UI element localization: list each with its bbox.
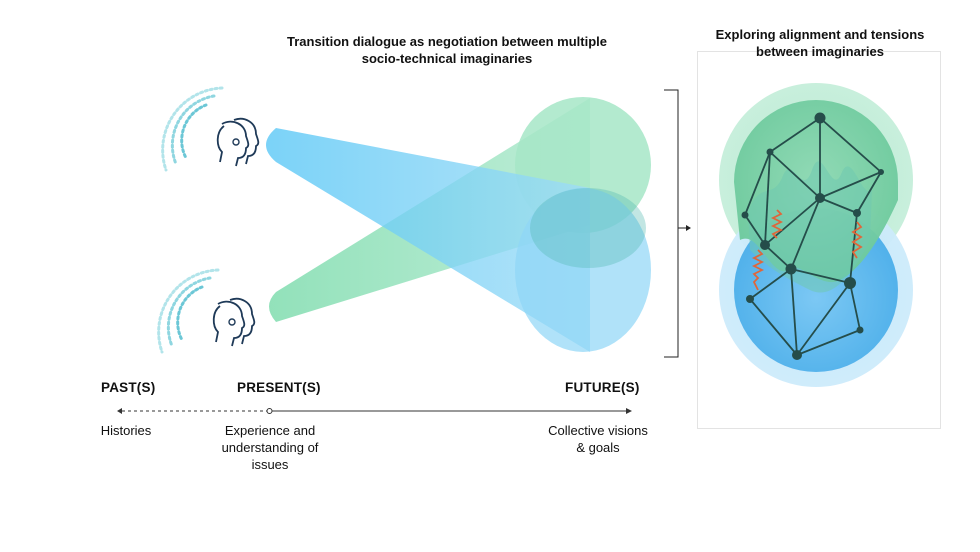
panel-title-line-2: between imaginaries (756, 44, 884, 59)
network-nodes (741, 112, 884, 360)
imaginaries-overlap (530, 188, 646, 268)
present-marker (266, 408, 273, 414)
future-label: FUTURE(S) (565, 380, 640, 395)
speaking-head-icon (212, 297, 256, 347)
blue-imaginary-beam (266, 128, 651, 352)
present-description-line: issues (251, 457, 289, 472)
main-title: Transition dialogue as negotiation betwe… (246, 33, 648, 67)
past-description: Histories (100, 423, 152, 438)
main-title-line-2: socio-technical imaginaries (361, 51, 533, 66)
main-title-line-1: Transition dialogue as negotiation betwe… (287, 34, 607, 49)
bracket-connector (664, 89, 688, 358)
future-description-line: Collective visions (548, 423, 648, 438)
past-label: PAST(S) (101, 380, 156, 395)
future-description-line: & goals (576, 440, 620, 455)
speech-waves-icon (161, 86, 224, 172)
panel-title: Exploring alignment and tensions between… (694, 26, 946, 60)
arrow-left-icon (117, 408, 122, 414)
speaking-head-icon (216, 117, 260, 167)
present-description-line: understanding of (221, 440, 319, 455)
present-description: Experience and understanding of issues (212, 422, 328, 473)
alignment-panel (697, 51, 941, 429)
arrow-right-icon (686, 225, 691, 231)
present-label: PRESENT(S) (237, 380, 321, 395)
present-description-line: Experience and (224, 423, 316, 438)
tension-springs (751, 209, 863, 291)
future-description: Collective visions & goals (532, 422, 664, 456)
network-graph (744, 117, 882, 356)
speech-waves-icon (157, 268, 220, 354)
panel-title-line-1: Exploring alignment and tensions (715, 27, 925, 42)
arrow-right-icon (626, 408, 632, 414)
